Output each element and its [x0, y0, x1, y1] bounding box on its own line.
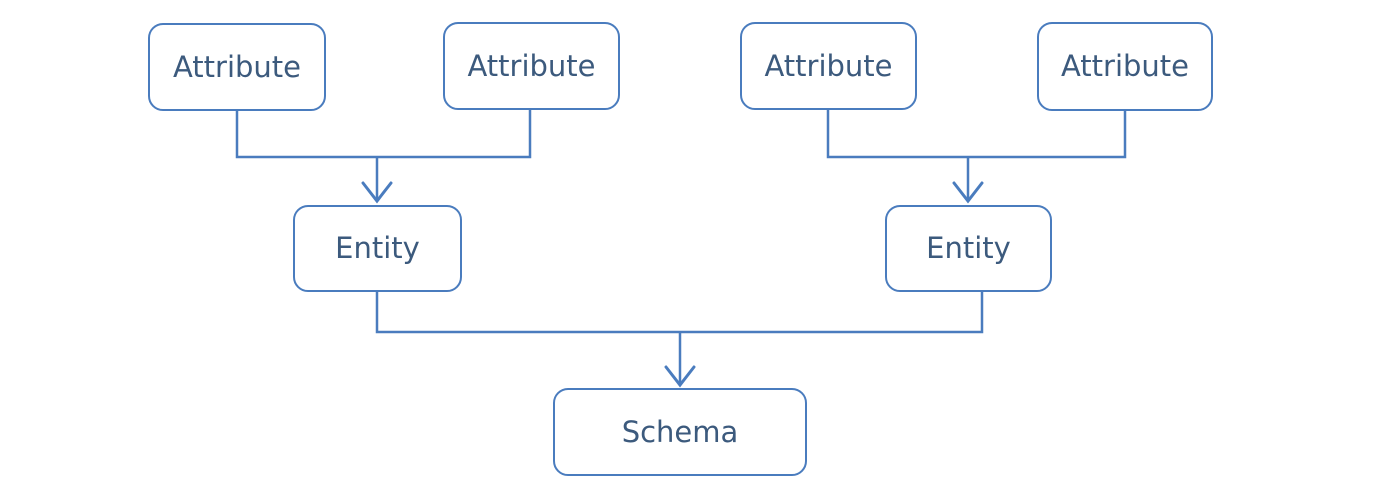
arrowhead-entity1-icon [361, 181, 393, 204]
arrowhead-schema-icon [664, 365, 696, 388]
node-entity-1-label: Entity [335, 231, 420, 265]
node-entity-2: Entity [885, 205, 1052, 292]
node-attribute-4-label: Attribute [1060, 49, 1190, 83]
edge-entities-merge-line [375, 292, 984, 334]
node-attribute-2-label: Attribute [467, 48, 596, 83]
node-attribute-3: Attribute [740, 22, 917, 110]
node-schema: Schema [553, 388, 807, 476]
edge-attributes-left-merge-line [235, 110, 532, 159]
node-attribute-1: Attribute [148, 23, 326, 111]
node-attribute-1-label: Attribute [172, 49, 302, 84]
edge-attributes-right-merge-line [826, 110, 1127, 159]
node-attribute-2: Attribute [443, 22, 620, 110]
node-schema-label: Schema [621, 414, 739, 449]
arrowhead-entity2-icon [952, 181, 984, 204]
node-attribute-4: Attribute [1037, 22, 1213, 111]
node-entity-1: Entity [293, 205, 462, 292]
node-attribute-3-label: Attribute [764, 48, 893, 83]
node-entity-2-label: Entity [926, 231, 1011, 265]
